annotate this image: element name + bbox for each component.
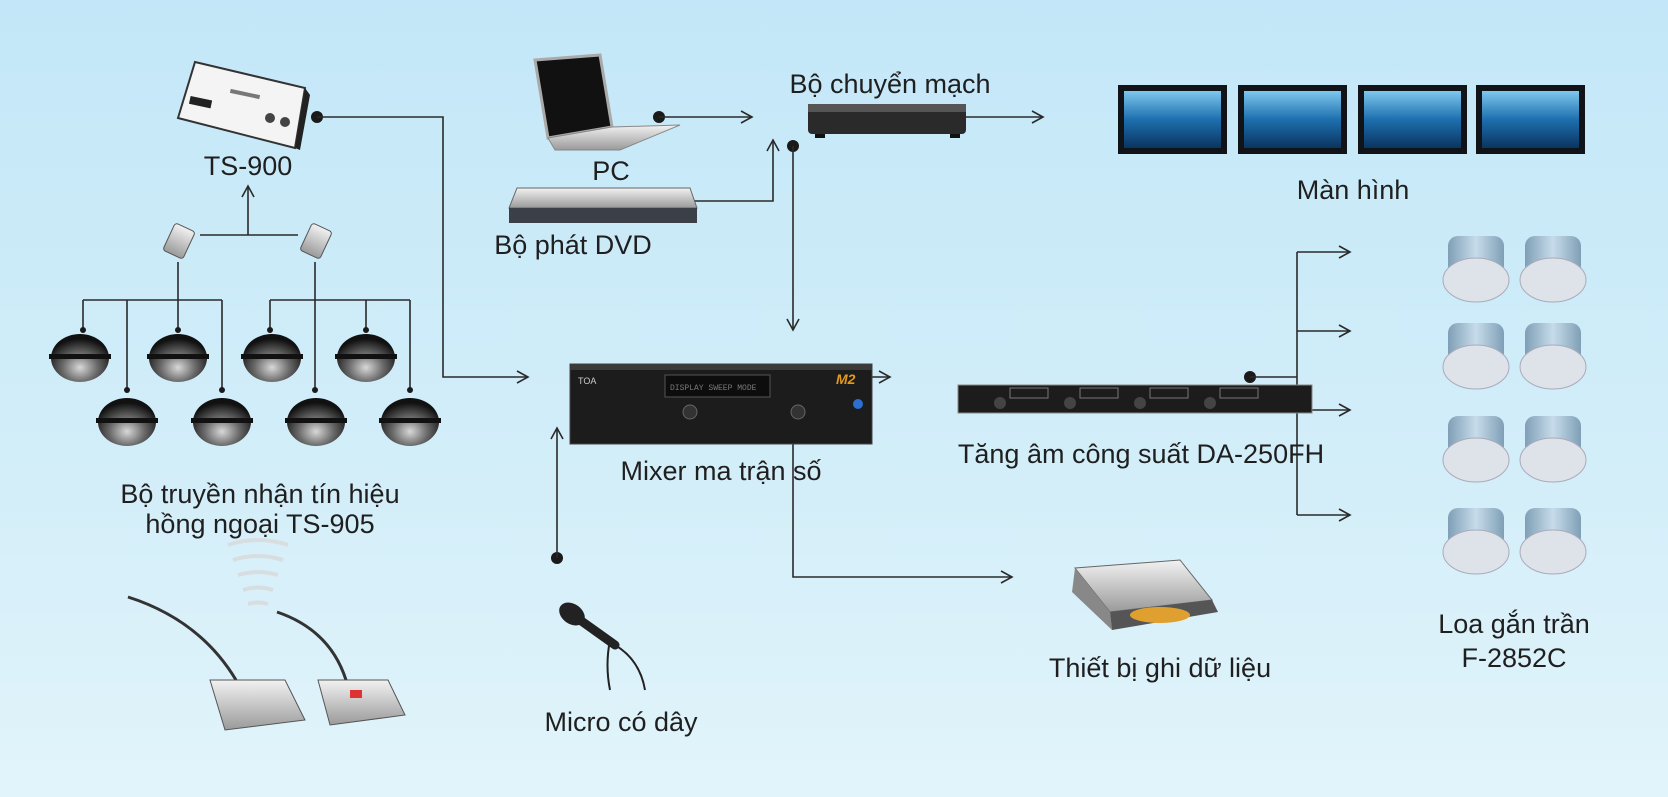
pc-label: PC	[592, 156, 630, 186]
mixer-model-badge: M2	[836, 371, 856, 387]
ts900-label: TS-900	[204, 151, 293, 181]
power-amplifier	[957, 384, 1313, 414]
ir-transceiver-label-2: hồng ngoại TS-905	[145, 509, 374, 539]
ts900-device	[176, 60, 310, 150]
switcher-device	[808, 104, 966, 138]
wired-microphone	[559, 602, 646, 691]
monitors	[1118, 85, 1585, 154]
mixer-brand: TOA	[578, 376, 596, 386]
conference-units	[127, 595, 406, 731]
speakers-label-2: F-2852C	[1461, 643, 1566, 673]
mixer-label: Mixer ma trận số	[620, 456, 821, 486]
ir-radiator-domes	[49, 334, 441, 446]
data-recorder	[1072, 559, 1218, 630]
dvd-label: Bộ phát DVD	[494, 230, 652, 260]
ir-transceiver-label-1: Bộ truyền nhận tín hiệu	[120, 479, 399, 509]
matrix-mixer: TOA DISPLAY SWEEP MODE M2	[569, 363, 873, 445]
monitors-label: Màn hình	[1297, 175, 1410, 205]
ir-transceiver-units	[163, 223, 332, 259]
amplifier-label: Tăng âm công suất DA-250FH	[958, 439, 1324, 469]
switcher-label: Bộ chuyển mạch	[789, 69, 990, 99]
ceiling-speakers	[1442, 236, 1587, 575]
recorder-label: Thiết bị ghi dữ liệu	[1049, 653, 1271, 683]
speakers-label-1: Loa gắn trần	[1438, 608, 1590, 639]
pc-laptop	[533, 53, 681, 151]
dvd-player	[508, 187, 698, 223]
microphone-label: Micro có dây	[544, 707, 698, 737]
mixer-display: DISPLAY SWEEP MODE	[670, 384, 757, 393]
ir-wave-icon	[227, 538, 289, 606]
